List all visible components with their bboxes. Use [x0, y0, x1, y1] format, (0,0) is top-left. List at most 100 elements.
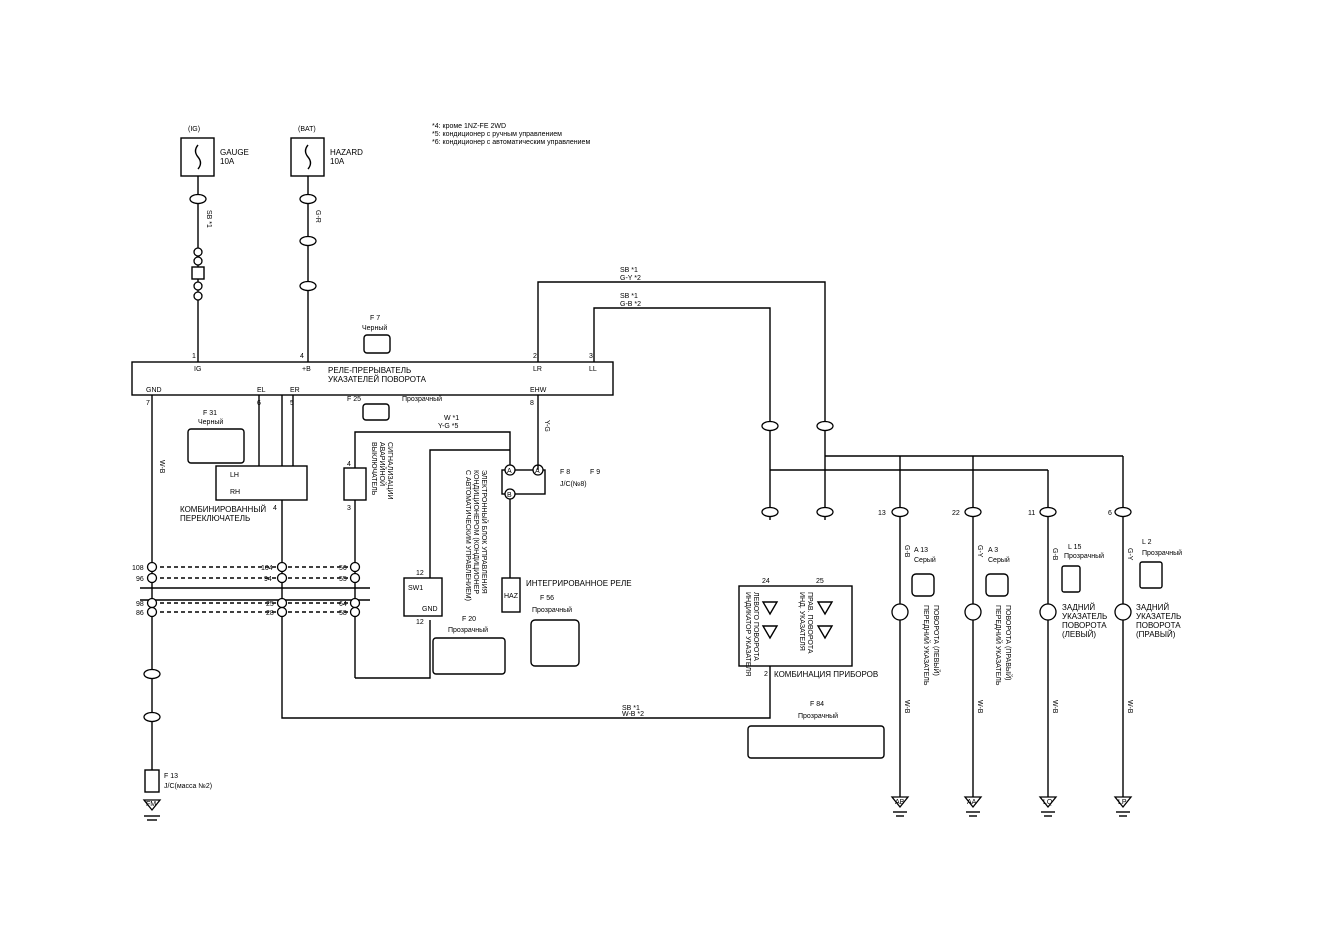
cluster-conn-id: F 84	[810, 701, 824, 708]
lamp-rr-wire-top: G-Y	[1126, 548, 1133, 561]
bus-right-3: 58	[339, 610, 347, 617]
lamp-fl-color: Серый	[914, 556, 936, 564]
jc8-b: B	[507, 492, 512, 499]
lamp-fl-id: A 13	[914, 547, 928, 554]
lamp-fr-id: A 3	[988, 547, 998, 554]
wire-wb-gnd: W-B	[158, 460, 165, 474]
bus-mid-0: 104	[261, 565, 273, 572]
lamp-rear-left: 11 L 15 Прозрачный ЗАДНИЙ УКАЗАТЕЛЬ ПОВО…	[1028, 506, 1107, 817]
relay-num-ig: 1	[192, 353, 196, 360]
wire-yg5: Y-G *5	[438, 423, 458, 430]
hazard-switch: F 25 Прозрачный ВЫКЛЮЧАТЕЛЬ АВАРИЙНОЙ СИ…	[343, 395, 442, 512]
bus-left-3: 86	[136, 610, 144, 617]
lamp-rl-line3: ПОВОРОТА	[1062, 621, 1107, 630]
lamp-rr-wire-bottom: W-B	[1126, 700, 1133, 714]
ecu-pin-gnd: 12	[416, 619, 424, 626]
lamp-rr-line4: (ПРАВЫЙ)	[1136, 630, 1176, 639]
lamp-rr-line2: УКАЗАТЕЛЬ	[1136, 612, 1181, 621]
int-relay-conn-color: Прозрачный	[532, 606, 572, 614]
lamp-fl-wire-top: G-B	[903, 545, 910, 558]
combo-label-2: ПЕРЕКЛЮЧАТЕЛЬ	[180, 514, 250, 523]
cluster-right-1: ИНД. УКАЗАТЕЛЯ	[798, 592, 805, 651]
jc-mass-label: J/C(масса №2)	[164, 783, 212, 790]
note-3: *6: кондиционер с автоматическим управле…	[432, 139, 590, 146]
gauge-source: (IG)	[188, 126, 200, 133]
relay-num-b: 4	[300, 353, 304, 360]
wire-wb-bottom: W-B *2	[622, 711, 644, 718]
cluster-pin-2: 2	[764, 671, 768, 678]
relay-connector-f7: F 7 Черный	[362, 315, 391, 354]
relay-pin-b: +B	[302, 366, 311, 373]
relay-num-ehw: 8	[530, 400, 534, 407]
ecu-label-1: ЭЛЕКТРОННЫЙ БЛОК УПРАВЛЕНИЯ	[480, 470, 489, 594]
lamp-rl-wire-top: G-B	[1051, 548, 1058, 561]
relay-num-lr: 2	[533, 353, 537, 360]
relay-pin-el: EL	[257, 387, 266, 394]
combo-rh: RH	[230, 489, 240, 496]
lamp-fl-ground: AB	[895, 799, 905, 806]
ecu-label-3: С АВТОМАТИЧЕСКИМ УПРАВЛЕНИЕМ)	[464, 470, 471, 601]
cluster-left-1: ИНДИКАТОР УКАЗАТЕЛЯ	[744, 592, 751, 676]
jc8-label: J/C(№8)	[560, 481, 587, 488]
bus-connectors: 108 96 98 86 104 94 25 28 56 55 64 58	[132, 561, 361, 618]
lamp-fr-wire-bottom: W-B	[976, 700, 983, 714]
jc8-a: A	[507, 468, 512, 475]
relay-pin-gnd: GND	[146, 387, 162, 394]
lamp-front-left: 13 A 13 Серый ПЕРЕДНИЙ УКАЗАТЕЛЬ ПОВОРОТ…	[878, 506, 941, 817]
hazard-name: HAZARD	[330, 148, 363, 157]
relay-num-er: 5	[290, 400, 294, 407]
relay-pin-ig: IG	[194, 366, 201, 373]
ecu-sw1: SW1	[408, 585, 423, 592]
integrated-relay: HAZ ИНТЕГРИРОВАННОЕ РЕЛЕ F 56 Прозрачный	[501, 499, 632, 667]
bus-left-2: 98	[136, 601, 144, 608]
note-2: *5: кондиционер с ручным управлением	[432, 131, 562, 138]
wire-yg-ehw: Y-G	[543, 420, 550, 432]
wire-gr-hazard: G-R	[314, 210, 321, 223]
wire-w1: W *1	[444, 415, 459, 422]
lamp-rl-line1: ЗАДНИЙ	[1062, 603, 1095, 612]
inline-connectors-top	[189, 193, 317, 301]
lamp-rl-ground: LQ	[1043, 799, 1053, 806]
inline-connectors-mid	[761, 420, 834, 518]
hazsw-label-1: ВЫКЛЮЧАТЕЛЬ	[370, 442, 377, 496]
junction-connector-8: A A B F 8 F 9 J/C(№8)	[501, 464, 600, 500]
relay-title-2: УКАЗАТЕЛЕЙ ПОВОРОТА	[328, 375, 427, 384]
bus-right-0: 56	[339, 565, 347, 572]
relay-title-1: РЕЛЕ-ПРЕРЫВАТЕЛЬ	[328, 366, 411, 375]
bus-left-1: 96	[136, 576, 144, 583]
lamp-fl-wire-bottom: W-B	[903, 700, 910, 714]
jc8-a2: A	[535, 468, 540, 475]
relay-conn-id: F 7	[370, 315, 380, 322]
cluster-conn-color: Прозрачный	[798, 712, 838, 720]
relay-pin-er: ER	[290, 387, 300, 394]
ecu-label-2: КОНДИЦИОНЕРОМ (КОНДИЦИОНЕР	[472, 470, 479, 594]
lamp-rl-id: L 15	[1068, 544, 1081, 551]
ecu-pin-sw1: 12	[416, 570, 424, 577]
wire-gb-ll: G-B *2	[620, 301, 641, 308]
hazsw-pin-3: 3	[347, 505, 351, 512]
int-relay-label: ИНТЕГРИРОВАННОЕ РЕЛЕ	[526, 579, 632, 588]
bus-left-0: 108	[132, 565, 144, 572]
cluster-pin-25: 25	[816, 578, 824, 585]
cluster-left-2: ЛЕВОГО ПОВОРОТА	[752, 592, 759, 661]
lamp-rr-line3: ПОВОРОТА	[1136, 621, 1181, 630]
turn-signal-relay: IG +B РЕЛЕ-ПРЕРЫВАТЕЛЬ УКАЗАТЕЛЕЙ ПОВОРО…	[131, 353, 614, 407]
bus-mid-3: 28	[266, 610, 274, 617]
wire-gy-lr: G-Y *2	[620, 275, 641, 282]
relay-num-gnd: 7	[146, 400, 150, 407]
jc8-f9: F 9	[590, 469, 600, 476]
lamp-rr-inline: 6	[1108, 510, 1112, 517]
lamp-fr-inline: 22	[952, 510, 960, 517]
combo-conn-id: F 31	[203, 410, 217, 417]
lamp-rl-color: Прозрачный	[1064, 552, 1104, 560]
combo-lh: LH	[230, 472, 239, 479]
hazsw-label-2: АВАРИЙНОЙ	[378, 442, 387, 486]
lamp-rr-ground: LP	[1118, 799, 1127, 806]
lamp-front-right: 22 A 3 Серый ПЕРЕДНИЙ УКАЗАТЕЛЬ ПОВОРОТА…	[952, 506, 1013, 817]
relay-pin-ll: LL	[589, 366, 597, 373]
combo-pin-4: 4	[273, 505, 277, 512]
combination-switch: F 31 Черный LH RH КОМБИНИРОВАННЫЙ ПЕРЕКЛ…	[180, 410, 308, 523]
lamp-fl-line2: ПОВОРОТА (ЛЕВЫЙ)	[932, 605, 941, 676]
hazsw-pin-4: 4	[347, 461, 351, 468]
